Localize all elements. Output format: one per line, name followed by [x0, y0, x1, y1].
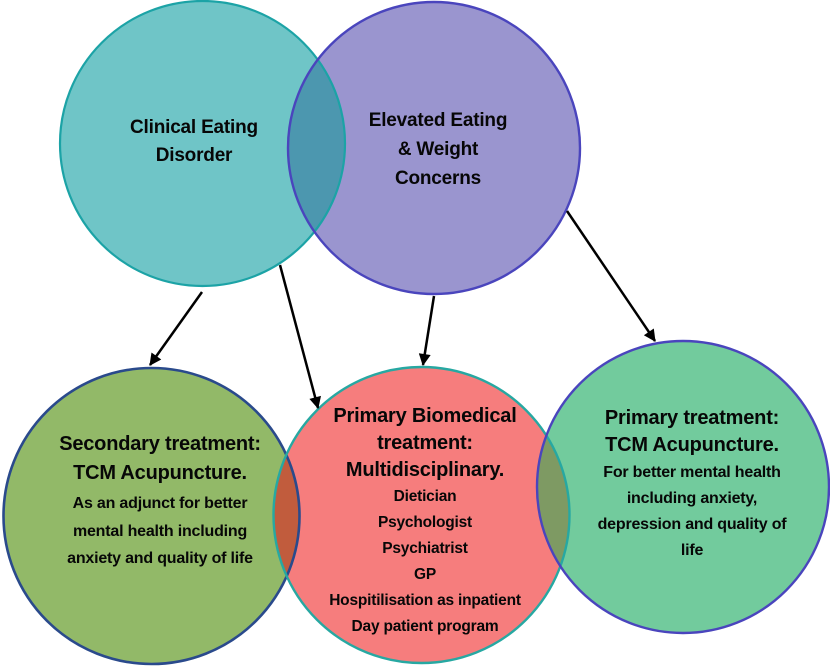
primary-circle-body: For better mental health including anxie… [562, 460, 822, 564]
clinical-label-line: Clinical Eating [130, 117, 258, 138]
secondary-circle [3, 368, 300, 664]
elevated-label-line: Concerns [394, 168, 482, 189]
secondary-circle-body: As an adjunct for better mental health i… [30, 490, 290, 573]
biomedical-title-line: Multidisciplinary. [345, 459, 505, 481]
secondary-title-line: Secondary treatment: [59, 433, 261, 455]
arrow-clinical-to-secondary [148, 291, 204, 366]
secondary-body-line: As an adjunct for better [72, 495, 248, 512]
primary-title-line: Primary treatment: [604, 407, 780, 429]
elevated-label-line: & Weight [397, 139, 479, 160]
biomedical-item: Dietician [393, 488, 457, 505]
secondary-body-line: anxiety and quality of life [67, 550, 253, 567]
clinical-circle [60, 1, 345, 286]
biomedical-title-line: treatment: [377, 432, 473, 454]
biomedical-circle-title: Primary Biomedical treatment: Multidisci… [295, 403, 555, 484]
primary-body-line: including anxiety, [626, 490, 758, 507]
primary-body-line: For better mental health [603, 464, 781, 481]
biomedical-item: Day patient program [351, 618, 499, 635]
primary-body-line: depression and quality of [597, 516, 787, 533]
clinical-circle-border [58, 0, 347, 288]
elevated-circle-border [286, 0, 582, 296]
biomedical-item: Hospitilisation as inpatient [329, 592, 521, 609]
clinical-circle-label: Clinical Eating Disorder [84, 114, 304, 170]
biomedical-circle-items: Dietician Psychologist Psychiatrist GP H… [295, 484, 555, 640]
primary-body-line: life [680, 542, 704, 559]
secondary-title-line: TCM Acupuncture. [73, 462, 247, 484]
biomedical-circle [273, 367, 570, 663]
biomedical-title-line: Primary Biomedical [333, 405, 517, 427]
secondary-circle-title: Secondary treatment: TCM Acupuncture. [30, 430, 290, 488]
arrow-elevated-to-biomedical [418, 295, 436, 366]
clinical-label-line: Disorder [155, 145, 233, 166]
arrow-clinical-to-biomedical [278, 264, 321, 409]
biomedical-item: GP [414, 566, 436, 583]
elevated-circle [288, 2, 580, 294]
biomedical-item: Psychologist [377, 514, 473, 531]
primary-title-line: TCM Acupuncture. [605, 434, 779, 456]
elevated-label-line: Elevated Eating [368, 110, 508, 131]
secondary-body-line: mental health including [72, 522, 248, 540]
primary-circle-title: Primary treatment: TCM Acupuncture. [562, 405, 822, 459]
biomedical-circle-border [272, 365, 571, 665]
secondary-circle-border [2, 366, 301, 666]
primary-circle [537, 341, 829, 633]
elevated-circle-label: Elevated Eating & Weight Concerns [328, 106, 548, 193]
arrow-elevated-to-primary [565, 210, 657, 342]
biomedical-item: Psychiatrist [382, 540, 468, 557]
primary-circle-border [535, 339, 830, 635]
